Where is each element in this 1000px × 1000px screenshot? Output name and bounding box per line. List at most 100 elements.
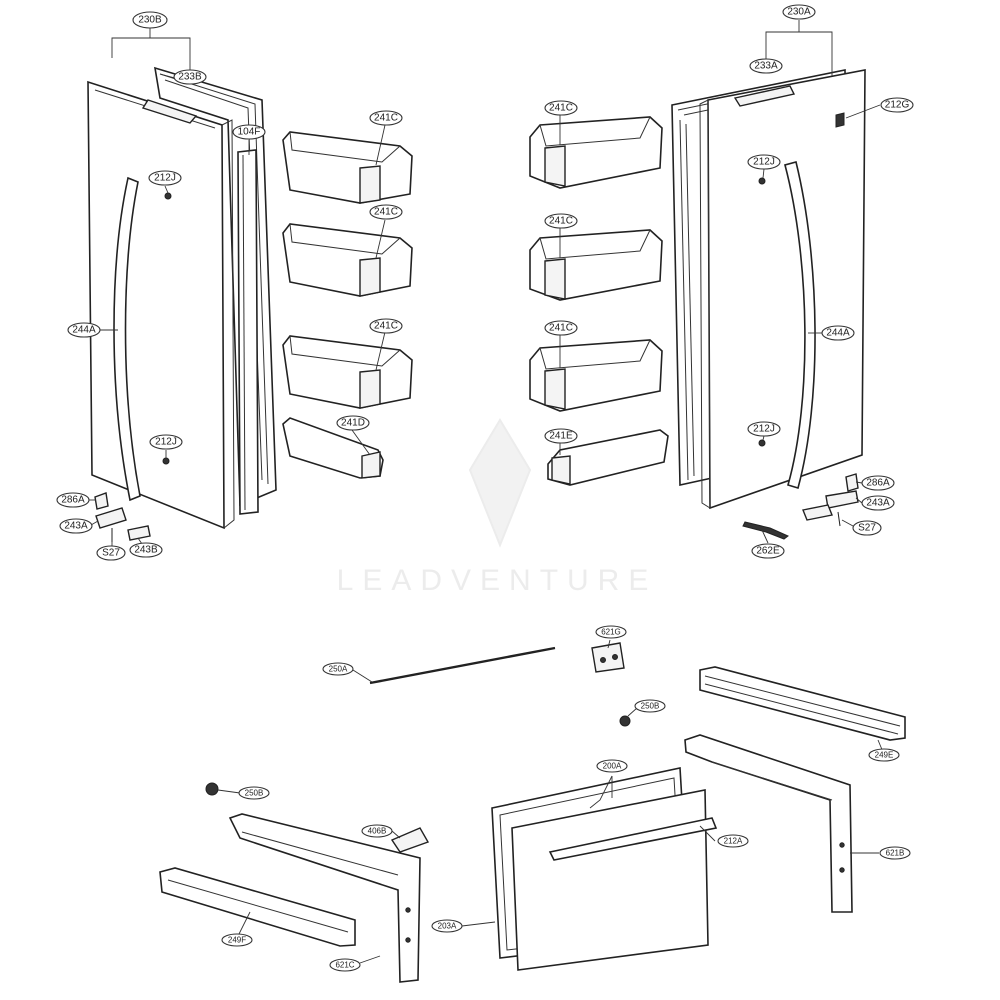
- svg-text:212J: 212J: [155, 437, 177, 448]
- svg-text:241E: 241E: [549, 431, 573, 442]
- drawer-clip: [390, 827, 430, 853]
- svg-text:621B: 621B: [886, 849, 905, 858]
- left-hinge-bracket: [95, 507, 127, 529]
- right-door-bins: [529, 116, 669, 486]
- left-bin-3: [282, 335, 413, 409]
- svg-text:212J: 212J: [753, 157, 775, 168]
- callout-212j-left-lower: 212J: [149, 434, 183, 450]
- callouts: 230B 233B 104F 212J 244A 212J 286A 243A …: [56, 4, 914, 972]
- svg-text:621G: 621G: [601, 628, 621, 637]
- callout-406b: 406B: [361, 824, 393, 838]
- svg-text:241C: 241C: [549, 323, 573, 334]
- svg-text:262E: 262E: [756, 546, 780, 557]
- callout-250b-left: 250B: [238, 786, 270, 800]
- callout-241c-left-2: 241C: [369, 204, 403, 220]
- svg-text:241C: 241C: [549, 103, 573, 114]
- left-door-flipper: [237, 149, 259, 515]
- svg-text:203A: 203A: [438, 922, 457, 931]
- drawer-handle: [548, 817, 718, 861]
- drawer-slide-bracket-right: [684, 734, 853, 913]
- left-bin-4: [282, 417, 384, 479]
- svg-text:243B: 243B: [134, 545, 158, 556]
- svg-text:S27: S27: [858, 523, 876, 534]
- callout-104f: 104F: [232, 124, 266, 140]
- callout-212g: 212G: [880, 97, 914, 113]
- callout-241d: 241D: [336, 415, 370, 431]
- leader-lines: [88, 20, 884, 964]
- callout-262e: 262E: [751, 543, 785, 559]
- svg-text:241C: 241C: [374, 207, 398, 218]
- callout-244a-left: 244A: [67, 322, 101, 338]
- svg-text:241C: 241C: [549, 216, 573, 227]
- callout-212a: 212A: [717, 834, 749, 848]
- drawer-small-bracket: [591, 642, 625, 673]
- svg-text:200A: 200A: [603, 762, 622, 771]
- left-lower-screw: [162, 457, 170, 465]
- drawer-rail-left: [159, 867, 356, 947]
- svg-text:249F: 249F: [228, 936, 246, 945]
- callout-203a: 203A: [431, 919, 463, 933]
- callout-230b: 230B: [132, 11, 168, 29]
- right-door-panel: [707, 69, 866, 510]
- svg-text:241D: 241D: [341, 418, 365, 429]
- left-hinge-pin: [94, 492, 109, 510]
- callout-s27-left: S27: [96, 545, 126, 561]
- callout-200a: 200A: [596, 759, 628, 773]
- svg-text:S27: S27: [102, 548, 120, 559]
- callout-249e: 249E: [868, 748, 900, 762]
- svg-text:104F: 104F: [238, 127, 261, 138]
- right-hinge-cover: [802, 504, 833, 521]
- callout-243a-left: 243A: [59, 518, 93, 534]
- callout-241c-left-1: 241C: [369, 110, 403, 126]
- left-bin-1: [282, 131, 413, 204]
- svg-text:241C: 241C: [374, 113, 398, 124]
- svg-text:212A: 212A: [724, 837, 743, 846]
- svg-text:621C: 621C: [335, 961, 354, 970]
- svg-text:212J: 212J: [753, 424, 775, 435]
- callout-621c: 621C: [329, 958, 361, 972]
- left-bin-2: [282, 223, 413, 297]
- right-door-assembly: [671, 69, 866, 540]
- right-hinge-bracket: [825, 490, 859, 509]
- callout-241c-left-3: 241C: [369, 318, 403, 334]
- svg-text:244A: 244A: [72, 325, 96, 336]
- svg-text:250B: 250B: [641, 702, 660, 711]
- callout-233b: 233B: [173, 69, 207, 85]
- callout-230a: 230A: [782, 4, 816, 20]
- svg-text:212G: 212G: [885, 100, 910, 111]
- left-door-top-cap: [141, 99, 198, 124]
- right-bin-3: [529, 339, 663, 412]
- callout-286a-left: 286A: [56, 492, 90, 508]
- drawer-gear-left: [205, 782, 219, 796]
- svg-text:230A: 230A: [787, 7, 811, 18]
- callout-212j-right-upper: 212J: [747, 154, 781, 170]
- right-bin-1: [529, 116, 663, 189]
- svg-text:286A: 286A: [61, 495, 85, 506]
- callout-241c-right-2: 241C: [544, 213, 578, 229]
- watermark: LEADVENTURE: [337, 418, 658, 597]
- right-lower-screw: [758, 439, 766, 447]
- watermark-text: LEADVENTURE: [337, 564, 658, 597]
- svg-text:233A: 233A: [754, 61, 778, 72]
- drawer-gear-right: [619, 715, 631, 727]
- svg-text:249E: 249E: [875, 751, 894, 760]
- callout-243a-right: 243A: [861, 495, 895, 511]
- left-door-panel: [87, 80, 225, 530]
- callout-241c-right-3: 241C: [544, 320, 578, 336]
- svg-text:250B: 250B: [245, 789, 264, 798]
- right-bin-2: [529, 229, 663, 301]
- svg-text:406B: 406B: [368, 827, 387, 836]
- callout-249f: 249F: [221, 933, 253, 947]
- callout-243b: 243B: [129, 542, 163, 558]
- right-door-handle: [784, 161, 816, 490]
- right-hinge-tool: [742, 521, 789, 540]
- right-door-top-cap: [733, 85, 796, 107]
- svg-text:243A: 243A: [866, 498, 890, 509]
- callout-212j-right-lower: 212J: [747, 421, 781, 437]
- callout-241e: 241E: [544, 428, 578, 444]
- callout-621b: 621B: [879, 846, 911, 860]
- left-upper-screw: [164, 192, 172, 200]
- right-door-logo-badge: [835, 112, 845, 128]
- svg-text:241C: 241C: [374, 321, 398, 332]
